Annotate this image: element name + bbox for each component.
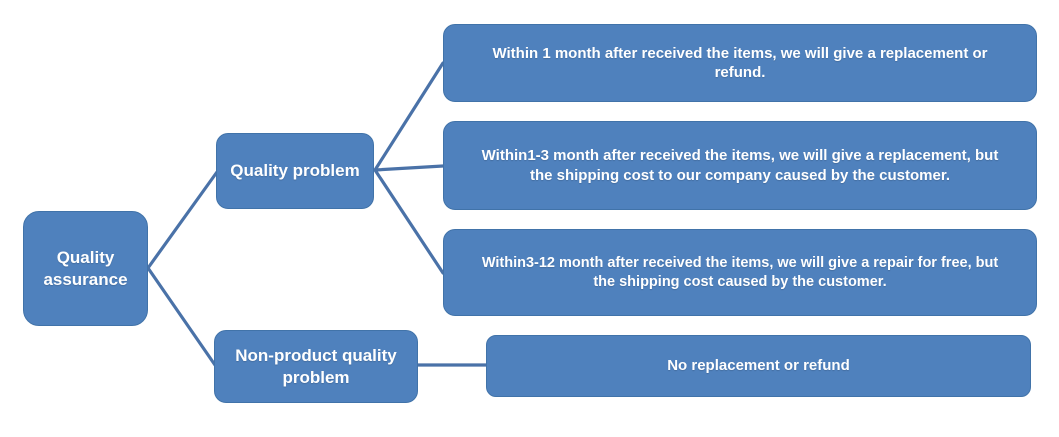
node-non-product-quality-problem: Non-product quality problem bbox=[214, 330, 418, 403]
node-quality-problem: Quality problem bbox=[216, 133, 374, 209]
node-quality-assurance-label: Quality assurance bbox=[43, 247, 128, 289]
node-policy-within-1-month: Within 1 month after received the items,… bbox=[443, 24, 1037, 102]
node-policy-within-1-3-month-label: Within1-3 month after received the items… bbox=[481, 147, 999, 184]
node-quality-problem-label: Quality problem bbox=[230, 161, 360, 181]
node-non-product-quality-problem-label: Non-product quality problem bbox=[235, 345, 397, 387]
connector-root-to-non-product-problem bbox=[146, 266, 217, 367]
node-policy-within-3-12-month-label: Within3-12 month after received the item… bbox=[481, 254, 999, 290]
connector-quality-problem-to-policy-1 bbox=[373, 61, 445, 172]
node-policy-within-1-month-label: Within 1 month after received the items,… bbox=[492, 44, 988, 81]
node-policy-within-3-12-month: Within3-12 month after received the item… bbox=[443, 229, 1037, 316]
node-policy-within-1-3-month: Within1-3 month after received the items… bbox=[443, 121, 1037, 210]
connector-quality-problem-to-policy-3 bbox=[373, 168, 445, 275]
node-policy-no-replacement-label: No replacement or refund bbox=[667, 357, 850, 375]
node-quality-assurance: Quality assurance bbox=[23, 211, 148, 326]
connector-root-to-quality-problem bbox=[146, 170, 219, 270]
connector-quality-problem-to-policy-2 bbox=[373, 164, 445, 172]
node-policy-no-replacement: No replacement or refund bbox=[486, 335, 1031, 397]
